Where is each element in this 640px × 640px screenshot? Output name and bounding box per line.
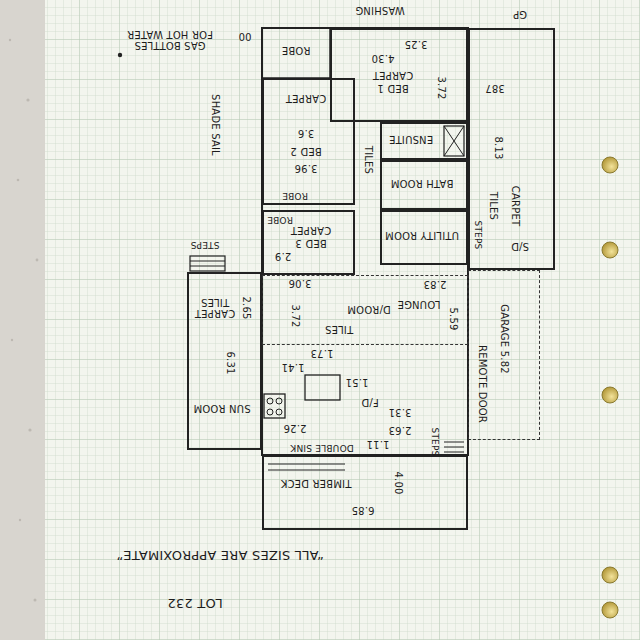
plan-label: 1.73 xyxy=(310,348,333,359)
plan-label: 2.26 xyxy=(283,423,306,434)
room-text: 4.00 xyxy=(393,471,404,494)
room-text: BED 2 xyxy=(290,146,321,157)
room-text: 8.13 xyxy=(493,136,504,159)
room-text: CARPET xyxy=(291,225,331,236)
room-text: 2.65 xyxy=(241,296,252,319)
plan-label: 2.63 xyxy=(388,425,411,436)
plan-label: LOT 232 xyxy=(167,596,222,610)
room-text: ENSUITE xyxy=(389,134,433,145)
room-text: 4.30 xyxy=(371,53,394,64)
room-text: GARAGE 5.82 xyxy=(499,304,510,374)
room-outline: UTILITY ROOM xyxy=(380,210,468,265)
plan-label: ROBE xyxy=(267,214,293,224)
plan-label: STEPS xyxy=(190,239,219,249)
plan-label: 1.51 xyxy=(345,377,368,388)
room-text: CARPET xyxy=(373,70,413,81)
plan-label: 1.41 xyxy=(281,362,304,373)
room-text: CARPET xyxy=(510,186,521,226)
room-outline: GARAGE 5.82REMOTE DOOR xyxy=(468,270,540,440)
plan-label: 3.06 xyxy=(288,278,311,289)
plan-label: 1.11 xyxy=(366,439,389,450)
plan-label: TILES xyxy=(363,146,374,174)
plan-label: ROBE xyxy=(282,190,308,200)
room-text: 6.31 xyxy=(225,351,236,374)
room-text: S/D xyxy=(511,241,529,252)
room-text: 387 xyxy=(485,83,505,94)
plan-label: F/D xyxy=(361,397,378,408)
room-text: 3.72 xyxy=(290,304,301,327)
plan-label: DOUBLE SINK xyxy=(290,442,354,452)
plan-label: 00 xyxy=(238,31,251,42)
room-text: BED 3 xyxy=(295,238,326,249)
room-text: 3.6 xyxy=(298,128,315,139)
plan-label: STEPS xyxy=(429,427,439,456)
room-text: 3.72 xyxy=(436,76,447,99)
plan-label: GAS BOTTLES FOR HOT WATER xyxy=(123,29,218,51)
plan-label: “ALL SIZES ARE APPROXIMATE” xyxy=(116,548,324,562)
room-outline: CARPET 3.6BED 2 3.96 xyxy=(262,78,355,205)
room-text: REMOTE DOOR xyxy=(477,345,488,423)
room-text: BED 1 xyxy=(377,83,408,94)
room-outline: ENSUITE xyxy=(380,122,468,160)
room-text: SUN ROOM xyxy=(193,403,250,414)
room-outline: 4.30 3.25BED 1 CARPET 3.72 xyxy=(330,28,468,122)
room-text: CARPET TILES xyxy=(193,297,237,319)
room-text: CARPET xyxy=(286,93,326,104)
room-text: 5.59 xyxy=(448,307,459,330)
room-outline: BATH ROOM xyxy=(380,160,468,210)
plan-label: STEPS xyxy=(472,220,482,249)
room-text: LOUNGE xyxy=(397,299,440,310)
room-outline: 2.65 CARPET TILES 6.31SUN ROOM xyxy=(187,272,262,450)
plan-label: 2.83 xyxy=(423,279,446,290)
room-text: 3.25 xyxy=(404,39,427,50)
plan-label: GP xyxy=(513,9,527,20)
room-outline: 4.00 TIMBER DECK 6.85 xyxy=(262,455,468,530)
plan-label: ROBE xyxy=(282,45,311,56)
room-text: TIMBER DECK xyxy=(281,478,352,489)
plan-label: SHADE SAIL xyxy=(210,94,221,156)
room-text: 6.85 xyxy=(351,505,374,516)
room-text: BATH ROOM xyxy=(391,178,454,189)
room-text: 2.9 xyxy=(275,251,292,262)
plan-label: 3.31 xyxy=(388,407,411,418)
room-text: 3.96 xyxy=(294,163,317,174)
plan-label: WASHING xyxy=(355,5,405,16)
room-text: UTILITY ROOM xyxy=(385,230,459,241)
room-text: TILES xyxy=(325,324,353,335)
room-text: D/ROOM xyxy=(347,304,391,315)
room-text: TILES xyxy=(488,192,499,220)
